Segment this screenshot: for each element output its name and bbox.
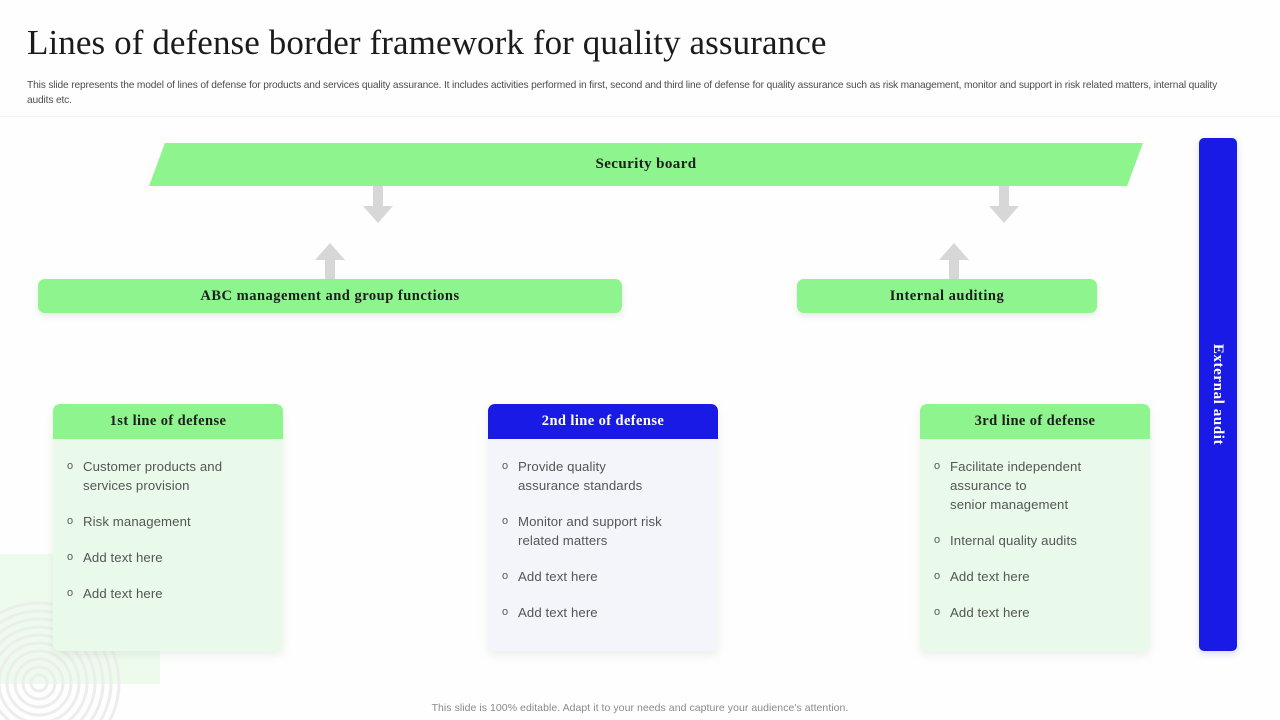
external-audit-label: External audit [1210,343,1227,446]
bullet-icon: o [934,460,941,472]
defense-card-1-body: o Customer products and services provisi… [53,439,283,651]
internal-auditing-box[interactable]: Internal auditing [797,279,1097,313]
list-item-text: Customer products and services provision [83,459,223,493]
bullet-icon: o [934,534,941,546]
security-board-label: Security board [595,156,697,172]
list-item-text: Add text here [518,569,598,584]
list-item-text: Provide quality assurance standards [518,459,643,493]
defense-card-1[interactable]: 1st line of defense o Customer products … [53,404,283,651]
abc-management-box[interactable]: ABC management and group functions [38,279,622,313]
defense-card-1-header: 1st line of defense [53,404,283,439]
arrow-up-icon-left [314,242,346,282]
list-item: o Facilitate independent assurance to se… [934,457,1136,514]
slide-footer-note: This slide is 100% editable. Adapt it to… [431,702,849,714]
security-board-banner[interactable]: Security board [149,143,1143,186]
list-item-text: Add text here [518,605,598,620]
list-item-text: Risk management [83,514,191,529]
list-item-text: Monitor and support risk related matters [518,514,662,548]
list-item: o Risk management [67,512,269,531]
bullet-icon: o [67,587,74,599]
bullet-icon: o [67,515,74,527]
list-item-text: Facilitate independent assurance to seni… [950,459,1082,512]
defense-card-2[interactable]: 2nd line of defense o Provide quality as… [488,404,718,651]
list-item-text: Add text here [950,605,1030,620]
list-item-text: Internal quality audits [950,533,1077,548]
list-item: o Add text here [67,584,269,603]
defense-card-2-body: o Provide quality assurance standards o … [488,439,718,651]
page-subtitle: This slide represents the model of lines… [27,80,1218,106]
page-title: Lines of defense border framework for qu… [27,23,827,62]
list-item-text: Add text here [83,550,163,565]
defense-card-3-header: 3rd line of defense [920,404,1150,439]
list-item-text: Add text here [950,569,1030,584]
list-item: o Add text here [934,603,1136,622]
bullet-icon: o [502,606,509,618]
list-item: o Add text here [502,603,704,622]
bullet-icon: o [67,460,74,472]
list-item: o Add text here [502,567,704,586]
bullet-icon: o [502,570,509,582]
arrow-down-icon-right [988,184,1020,224]
list-item: o Customer products and services provisi… [67,457,269,495]
list-item: o Add text here [934,567,1136,586]
list-item: o Provide quality assurance standards [502,457,704,495]
bullet-icon: o [502,515,509,527]
defense-card-3-body: o Facilitate independent assurance to se… [920,439,1150,651]
external-audit-bar[interactable]: External audit [1199,138,1237,651]
defense-card-2-header: 2nd line of defense [488,404,718,439]
list-item-text: Add text here [83,586,163,601]
bullet-icon: o [934,570,941,582]
internal-auditing-label: Internal auditing [889,287,1005,304]
abc-management-label: ABC management and group functions [200,287,460,304]
list-item: o Monitor and support risk related matte… [502,512,704,550]
bullet-icon: o [934,606,941,618]
bullet-icon: o [502,460,509,472]
list-item: o Add text here [67,548,269,567]
arrow-up-icon-right [938,242,970,282]
bullet-icon: o [67,551,74,563]
arrow-down-icon-left [362,184,394,224]
list-item: o Internal quality audits [934,531,1136,550]
defense-card-3[interactable]: 3rd line of defense o Facilitate indepen… [920,404,1150,651]
header-divider [0,116,1280,117]
